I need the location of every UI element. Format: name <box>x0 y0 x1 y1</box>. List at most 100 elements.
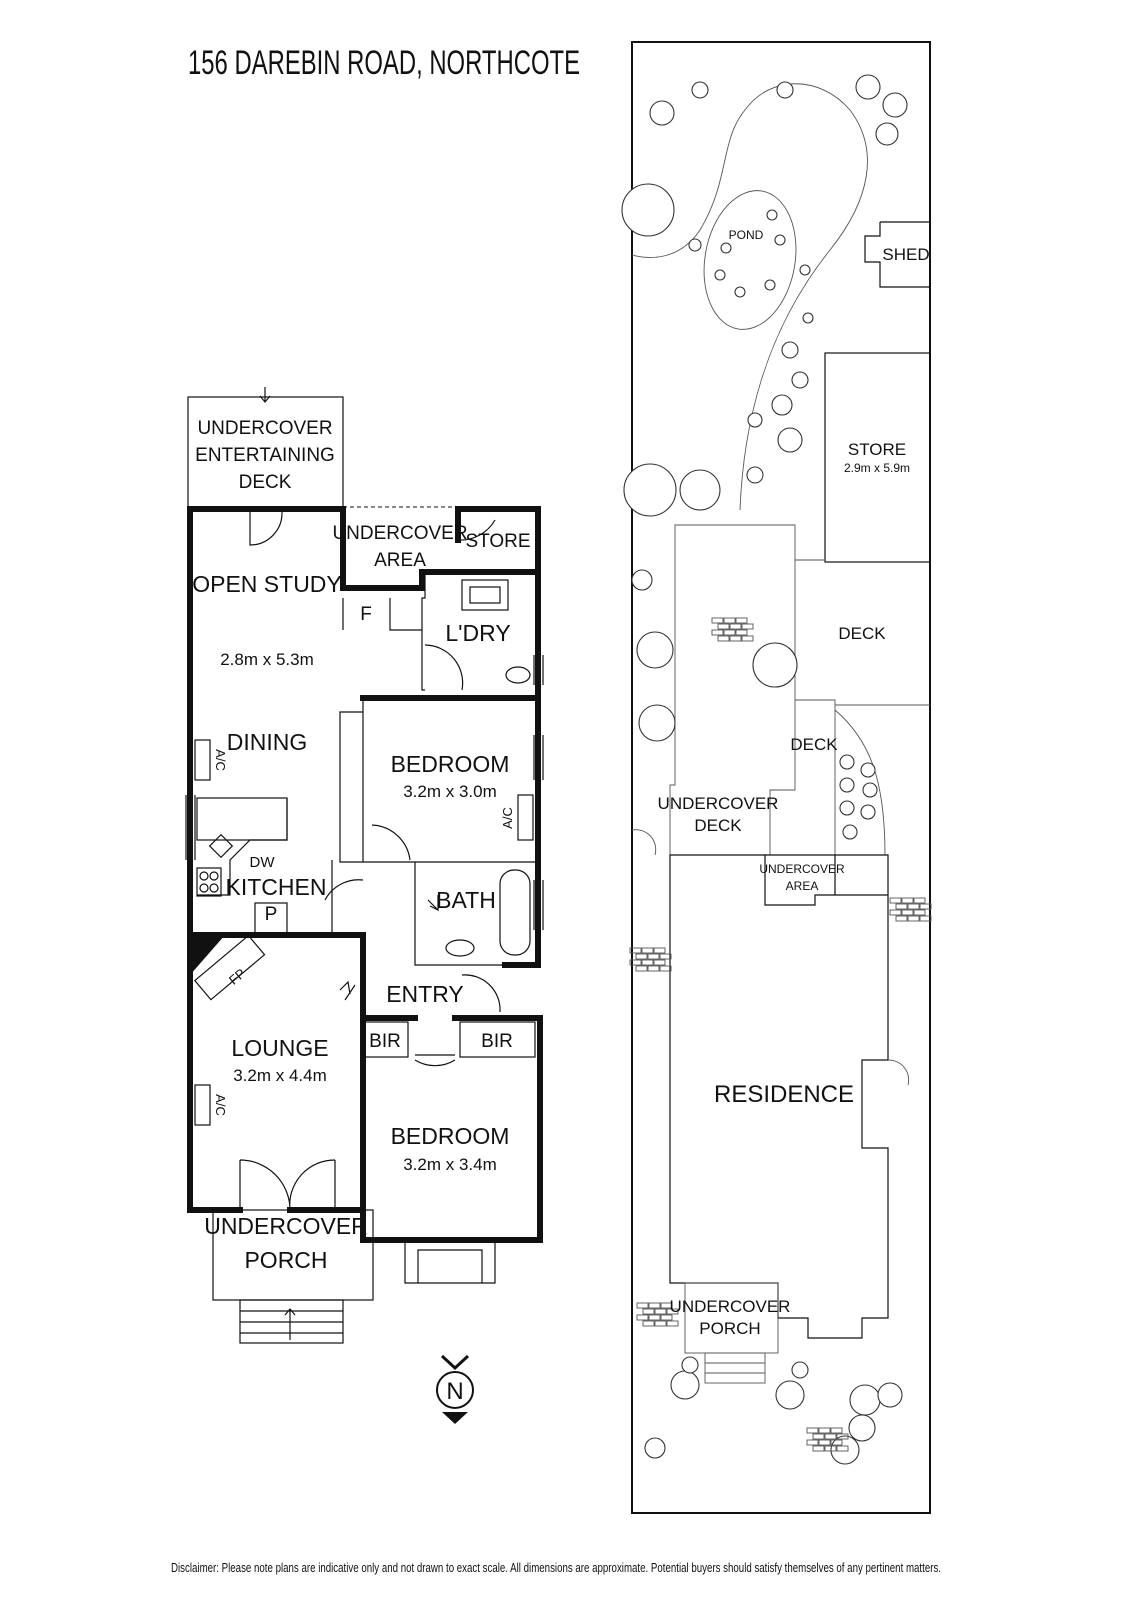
tree-icon <box>855 74 881 100</box>
room-dims: 2.8m x 5.3m <box>220 650 314 669</box>
deck-label: DECK <box>838 624 886 643</box>
tree-icon <box>842 824 858 840</box>
room-label: UNDERCOVER <box>204 1213 368 1239</box>
bathtub-icon <box>499 869 531 956</box>
shed-label: SHED <box>882 245 929 264</box>
deck-label: DECK <box>694 816 742 835</box>
arrow-icon <box>339 980 356 1001</box>
tree-icon <box>623 463 677 517</box>
bay-window <box>404 1240 496 1284</box>
room-label: UNDERCOVER <box>332 523 467 544</box>
door <box>461 974 501 1013</box>
tree-icon <box>764 279 776 291</box>
fireplace <box>190 935 225 975</box>
area-label: AREA <box>786 879 819 893</box>
garden-path <box>631 83 868 511</box>
tree-icon <box>791 1361 809 1379</box>
room-label: ENTERTAINING <box>195 445 335 466</box>
site-boundary <box>631 41 931 1514</box>
basin-icon <box>445 939 475 957</box>
arrow-icon <box>259 387 271 403</box>
tree-icon <box>848 1414 876 1442</box>
tree-icon <box>839 800 855 816</box>
cooktop-icon <box>196 867 222 897</box>
tree-icon <box>774 234 786 246</box>
floor-plan: UNDERCOVER ENTERTAINING DECK UNDERCOVER … <box>185 387 544 1424</box>
room-label: AREA <box>374 550 426 571</box>
door <box>249 511 283 546</box>
residence-label: RESIDENCE <box>714 1081 854 1108</box>
tree-icon <box>720 242 732 254</box>
ac-label: A/C <box>213 749 228 771</box>
tree-icon <box>681 1356 699 1374</box>
room-label: DECK <box>239 472 292 493</box>
room-label: L'DRY <box>445 620 510 646</box>
store <box>824 352 931 563</box>
pond <box>703 190 797 330</box>
tree-icon <box>636 631 674 669</box>
room-label: BEDROOM <box>391 751 510 777</box>
store-label: STORE <box>848 440 906 459</box>
tree-icon <box>766 209 778 221</box>
dw-label: DW <box>250 854 276 871</box>
tree-icon <box>776 81 794 99</box>
door <box>371 824 411 861</box>
tree-icon <box>875 122 899 146</box>
door <box>424 644 464 691</box>
tree-icon <box>830 1435 860 1465</box>
fridge-label: F <box>360 604 372 625</box>
tree-icon <box>688 238 702 252</box>
room-dims: 3.2m x 3.4m <box>403 1155 497 1174</box>
tree-icon <box>802 312 814 324</box>
porch-label: PORCH <box>699 1319 760 1338</box>
paving-icon <box>889 897 932 922</box>
pond-label: POND <box>729 228 764 242</box>
porch-label: UNDERCOVER <box>670 1297 791 1316</box>
room-label: OPEN STUDY <box>192 571 342 597</box>
toilet-icon <box>505 666 531 684</box>
sink-icon <box>208 833 234 859</box>
tree-icon <box>775 1380 805 1410</box>
paving-icon <box>636 1302 679 1327</box>
tree-icon <box>882 92 908 118</box>
room-label: PORCH <box>244 1247 327 1273</box>
page-title: 156 DAREBIN ROAD, NORTHCOTE <box>188 44 580 82</box>
room-dims: 3.2m x 3.0m <box>403 782 497 801</box>
tree-icon <box>791 371 809 389</box>
pantry-label: P <box>265 904 278 925</box>
room-label: LOUNGE <box>231 1035 328 1061</box>
room-label: DINING <box>227 729 308 755</box>
north-arrow-icon: N <box>436 1354 474 1424</box>
tree-icon <box>734 286 746 298</box>
tree-icon <box>752 642 798 688</box>
tree-icon <box>799 264 811 276</box>
tree-icon <box>679 469 721 511</box>
tree-icon <box>747 412 763 428</box>
tree-icon <box>638 704 676 742</box>
tree-icon <box>714 269 726 281</box>
deck-label: UNDERCOVER <box>658 794 779 813</box>
tree-icon <box>691 81 709 99</box>
paving-icon <box>806 1427 849 1452</box>
tree-icon <box>781 341 799 359</box>
tree-icon <box>860 762 876 778</box>
walls <box>187 506 543 1243</box>
tree-icon <box>877 1382 903 1408</box>
room-label: BEDROOM <box>391 1123 510 1149</box>
tree-icon <box>777 427 803 453</box>
tree-icon <box>644 1437 666 1459</box>
tree-icon <box>839 777 855 793</box>
deck-label: DECK <box>790 735 838 754</box>
site-plan: SHED STORE DECK DECK UNDERCOVER DECK UND… <box>621 41 932 1514</box>
bir-label: BIR <box>369 1031 401 1052</box>
room-label: KITCHEN <box>226 874 327 900</box>
tree-icon <box>621 183 675 237</box>
tree-icon <box>746 466 764 484</box>
door <box>324 879 364 901</box>
tree-icon <box>649 100 675 126</box>
tree-icon <box>670 1370 700 1400</box>
store-dims: 2.9m x 5.9m <box>844 461 910 475</box>
tree-icon <box>631 569 653 591</box>
room-label: ENTRY <box>386 981 464 1007</box>
